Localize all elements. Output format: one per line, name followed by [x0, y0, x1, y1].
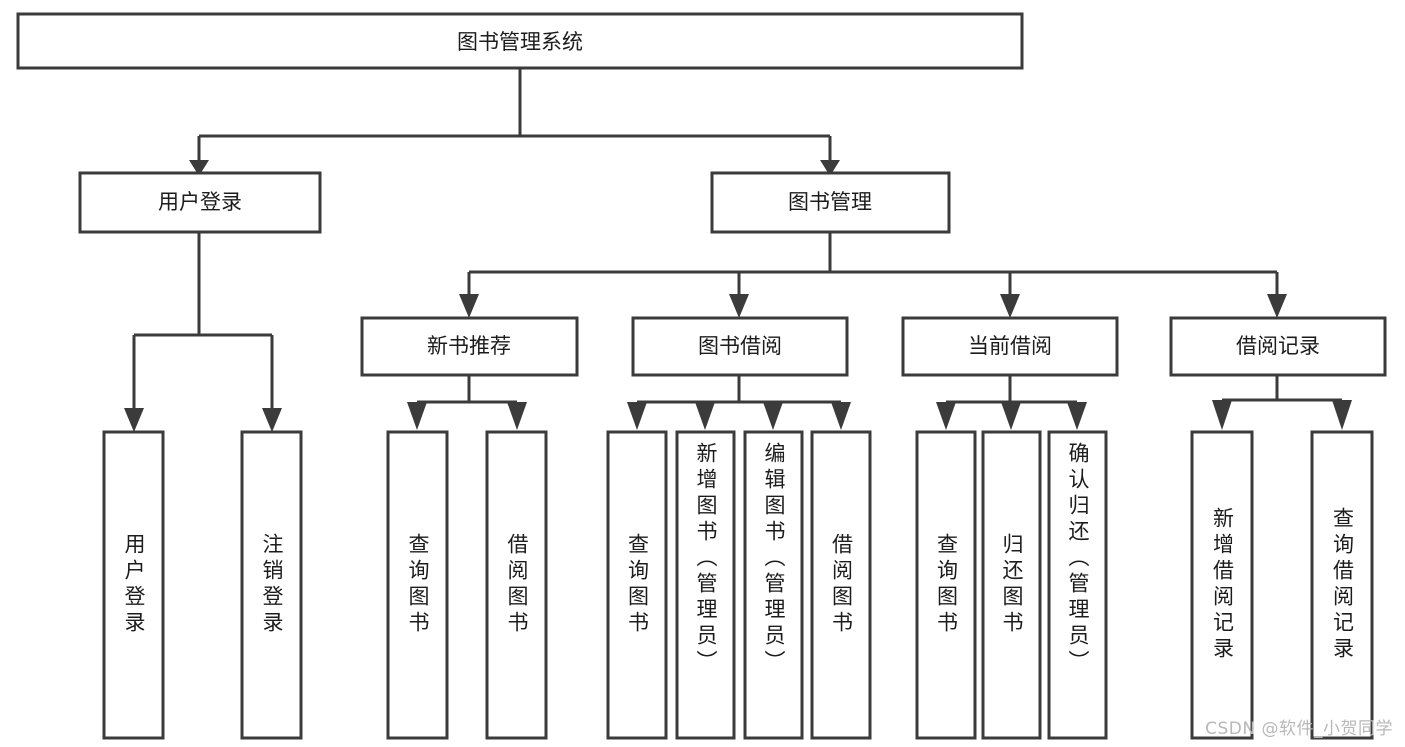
- arrowhead-leaf-currentborrow-2: [1001, 402, 1021, 430]
- leaf-box-query-book-2[interactable]: [606, 430, 668, 740]
- arrowhead-to-new-book-recommend: [459, 294, 479, 318]
- arrowhead-layer: [124, 160, 1352, 432]
- arrowhead-leaf-borrowrecord-2: [1332, 400, 1352, 430]
- node-book-borrow-box[interactable]: [631, 316, 849, 377]
- leaf-box-add-borrow-record[interactable]: [1190, 430, 1254, 740]
- node-user-login-box[interactable]: [78, 171, 322, 234]
- arrowhead-leaf-currentborrow-1: [936, 402, 956, 430]
- arrowhead-leaf-borrowrecord-1: [1212, 400, 1232, 430]
- node-current-borrow-label: 当前借阅: [968, 334, 1052, 358]
- arrowhead-to-borrow-record: [1267, 294, 1287, 318]
- arrowhead-leaf-newbook-1: [407, 402, 427, 430]
- arrowhead-to-user-login: [189, 160, 209, 176]
- leaf-box-borrow-book-1[interactable]: [485, 430, 548, 740]
- arrowhead-leaf-bookborrow-4: [831, 402, 851, 430]
- arrowhead-leaf-logout: [262, 408, 282, 432]
- arrowhead-leaf-bookborrow-2: [695, 402, 715, 430]
- leaf-box-borrow-book-2[interactable]: [810, 430, 872, 740]
- node-user-login-label: 用户登录: [158, 190, 242, 214]
- csdn-watermark: CSDN @软件_小贺同学: [1205, 719, 1393, 739]
- leaf-box-query-book-3[interactable]: [915, 430, 977, 740]
- arrowhead-to-current-borrow: [1000, 294, 1020, 318]
- leaf-box-confirm-return-admin[interactable]: [1047, 430, 1108, 740]
- node-new-book-recommend-box[interactable]: [360, 316, 579, 377]
- leaf-box-edit-book-admin[interactable]: [743, 430, 804, 740]
- leaf-box-logout[interactable]: [240, 430, 303, 740]
- node-borrow-record-box[interactable]: [1169, 316, 1387, 377]
- arrowhead-leaf-bookborrow-3: [763, 402, 783, 430]
- arrowhead-leaf-newbook-2: [507, 402, 527, 430]
- node-borrow-record-label: 借阅记录: [1236, 334, 1320, 358]
- arrowhead-leaf-currentborrow-3: [1067, 402, 1087, 430]
- node-new-book-recommend-label: 新书推荐: [427, 334, 511, 358]
- leaf-box-user-login[interactable]: [102, 430, 165, 740]
- node-root-box[interactable]: [16, 12, 1024, 70]
- node-book-manage-label: 图书管理: [788, 190, 872, 214]
- arrowhead-to-book-borrow: [729, 294, 749, 318]
- arrowhead-to-book-manage: [820, 160, 840, 176]
- leaf-box-query-borrow-record[interactable]: [1310, 430, 1374, 740]
- leaf-box-return-book[interactable]: [981, 430, 1042, 740]
- leaf-box-query-book-1[interactable]: [386, 430, 449, 740]
- arrowhead-leaf-user-login: [124, 408, 144, 432]
- node-book-borrow-label: 图书借阅: [698, 334, 782, 358]
- node-current-borrow-box[interactable]: [901, 316, 1119, 377]
- node-layer: 图书管理系统 用户登录 图书管理 新书推荐 图书借阅 当前借阅 借阅记录: [16, 12, 1387, 740]
- node-root-label: 图书管理系统: [457, 30, 583, 54]
- node-book-manage-box[interactable]: [710, 171, 951, 234]
- arrowhead-leaf-bookborrow-1: [627, 402, 647, 430]
- leaf-box-add-book-admin[interactable]: [675, 430, 736, 740]
